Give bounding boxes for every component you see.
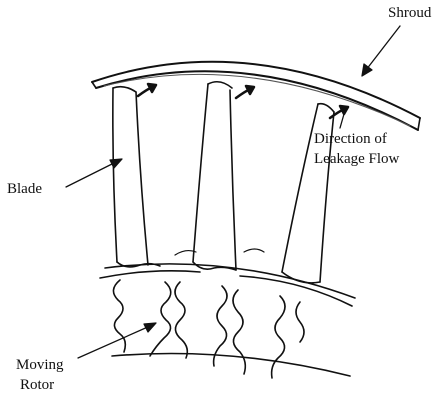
rotor-label-line1: Moving [16, 356, 64, 374]
leakage-arrow-3 [330, 106, 348, 118]
rotor-leader-arrow [78, 323, 156, 358]
shroud [92, 62, 420, 130]
leakage-label-line2: Leakage Flow [314, 150, 399, 168]
leakage-arrow-2 [236, 86, 254, 98]
leakage-leader-arrow [340, 114, 344, 128]
leakage-label-line1: Direction of [314, 130, 387, 148]
shroud-label: Shroud [388, 4, 431, 22]
fir-tree-root-3 [233, 290, 285, 378]
blade-1 [113, 87, 160, 267]
fir-tree-root-4 [296, 302, 304, 342]
blade-2 [175, 82, 236, 270]
rotor-label-line2: Rotor [20, 376, 54, 394]
rotor-platform [100, 264, 355, 306]
rotor-disc [112, 354, 350, 377]
leakage-arrow-1 [138, 84, 156, 96]
blade-label: Blade [7, 180, 42, 198]
fir-tree-root-1 [113, 280, 170, 356]
shroud-leader-arrow [362, 26, 400, 76]
